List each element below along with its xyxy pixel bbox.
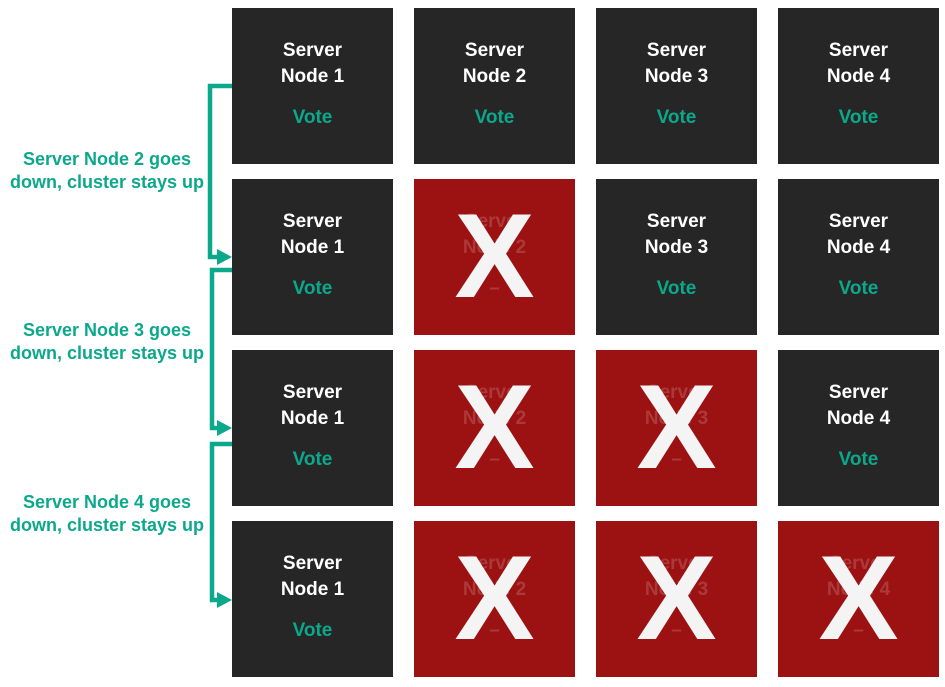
no-vote-dash: –: [671, 620, 682, 641]
node-title-line1: Server: [646, 211, 707, 232]
node-title: Server Node 3: [596, 350, 757, 432]
annotation-line: down, cluster stays up: [9, 172, 205, 192]
node-title-line2: Node 4: [826, 66, 891, 87]
node-title: Server Node 3: [596, 521, 757, 603]
vote-label: Vote: [838, 449, 879, 470]
annotation-line: Server Node 4 goes: [22, 492, 192, 512]
node-title-line2: Node 1: [280, 66, 345, 87]
vote-label: Vote: [292, 620, 333, 641]
node-title: Server Node 2: [414, 179, 575, 261]
no-vote-dash: –: [853, 620, 864, 641]
node-title-line2: Node 4: [826, 408, 891, 429]
node-title-line2: Node 1: [280, 408, 345, 429]
server-node-box: Server Node 3 Vote: [596, 179, 757, 335]
no-vote-dash: –: [489, 449, 500, 470]
node-title: Server Node 4: [778, 179, 939, 261]
server-node-box: Server Node 4 Vote: [778, 350, 939, 506]
node-title-line1: Server: [282, 211, 343, 232]
node-title-line1: Server: [464, 40, 525, 61]
node-grid: Server Node 1 Vote Server Node 2 Vote Se…: [232, 8, 939, 677]
annotation-node2-down: Server Node 2 goes down, cluster stays u…: [0, 148, 214, 194]
node-title-line2: Node 1: [280, 579, 345, 600]
no-vote-dash: –: [489, 278, 500, 299]
failure-x-icon: X: [454, 360, 535, 494]
annotation-node3-down: Server Node 3 goes down, cluster stays u…: [0, 319, 214, 365]
node-title-line1: Server: [282, 40, 343, 61]
node-title-line1: Server: [646, 553, 707, 574]
node-title: Server Node 1: [232, 179, 393, 261]
annotation-line: Server Node 2 goes: [22, 149, 192, 169]
node-title-line1: Server: [464, 211, 525, 232]
node-title-line1: Server: [646, 40, 707, 61]
node-title-line2: Node 4: [826, 579, 891, 600]
annotation-line: Server Node 3 goes: [22, 320, 192, 340]
node-title-line2: Node 3: [644, 408, 709, 429]
node-title-line1: Server: [282, 382, 343, 403]
node-title: Server Node 3: [596, 179, 757, 261]
node-title: Server Node 2: [414, 8, 575, 90]
node-title-line1: Server: [828, 553, 889, 574]
node-title-line1: Server: [282, 553, 343, 574]
annotation-node4-down: Server Node 4 goes down, cluster stays u…: [0, 491, 214, 537]
failure-x-icon: X: [636, 360, 717, 494]
failure-x-icon: X: [454, 531, 535, 665]
node-title-line2: Node 3: [644, 237, 709, 258]
node-title-line2: Node 2: [462, 237, 527, 258]
failure-x-icon: X: [818, 531, 899, 665]
node-title: Server Node 4: [778, 350, 939, 432]
node-title-line2: Node 3: [644, 579, 709, 600]
node-title-line2: Node 1: [280, 237, 345, 258]
node-title: Server Node 2: [414, 350, 575, 432]
no-vote-dash: –: [671, 449, 682, 470]
vote-label: Vote: [292, 278, 333, 299]
node-title-line2: Node 2: [462, 66, 527, 87]
node-title: Server Node 4: [778, 8, 939, 90]
failure-x-icon: X: [454, 189, 535, 323]
server-node-box: Server Node 4 Vote: [778, 179, 939, 335]
node-title-line1: Server: [464, 382, 525, 403]
server-node-box: Server Node 1 Vote: [232, 350, 393, 506]
server-node-box-down: Server Node 2 – X: [414, 179, 575, 335]
node-title-line1: Server: [646, 382, 707, 403]
node-title: Server Node 1: [232, 521, 393, 603]
annotation-line: down, cluster stays up: [9, 515, 205, 535]
node-title: Server Node 2: [414, 521, 575, 603]
vote-label: Vote: [656, 278, 697, 299]
node-title: Server Node 1: [232, 8, 393, 90]
server-node-box: Server Node 4 Vote: [778, 8, 939, 164]
vote-label: Vote: [292, 449, 333, 470]
server-node-box: Server Node 1 Vote: [232, 521, 393, 677]
node-title-line1: Server: [828, 211, 889, 232]
elbow-arrow-step2: [209, 267, 232, 436]
node-title: Server Node 4: [778, 521, 939, 603]
node-title: Server Node 3: [596, 8, 757, 90]
server-node-box-down: Server Node 4 – X: [778, 521, 939, 677]
vote-label: Vote: [474, 107, 515, 128]
server-node-box: Server Node 1 Vote: [232, 8, 393, 164]
node-title-line2: Node 2: [462, 408, 527, 429]
node-title-line1: Server: [464, 553, 525, 574]
node-title-line1: Server: [828, 40, 889, 61]
elbow-arrow-step3: [209, 441, 232, 608]
node-title-line2: Node 4: [826, 237, 891, 258]
no-vote-dash: –: [489, 620, 500, 641]
node-title-line2: Node 2: [462, 579, 527, 600]
failure-x-icon: X: [636, 531, 717, 665]
node-title-line2: Node 3: [644, 66, 709, 87]
node-title-line1: Server: [828, 382, 889, 403]
vote-label: Vote: [838, 278, 879, 299]
node-title: Server Node 1: [232, 350, 393, 432]
server-node-box: Server Node 1 Vote: [232, 179, 393, 335]
server-node-box: Server Node 2 Vote: [414, 8, 575, 164]
vote-label: Vote: [292, 107, 333, 128]
server-node-box-down: Server Node 3 – X: [596, 521, 757, 677]
annotation-line: down, cluster stays up: [9, 343, 205, 363]
vote-label: Vote: [656, 107, 697, 128]
server-node-box: Server Node 3 Vote: [596, 8, 757, 164]
server-node-box-down: Server Node 3 – X: [596, 350, 757, 506]
server-node-box-down: Server Node 2 – X: [414, 350, 575, 506]
server-node-box-down: Server Node 2 – X: [414, 521, 575, 677]
vote-label: Vote: [838, 107, 879, 128]
